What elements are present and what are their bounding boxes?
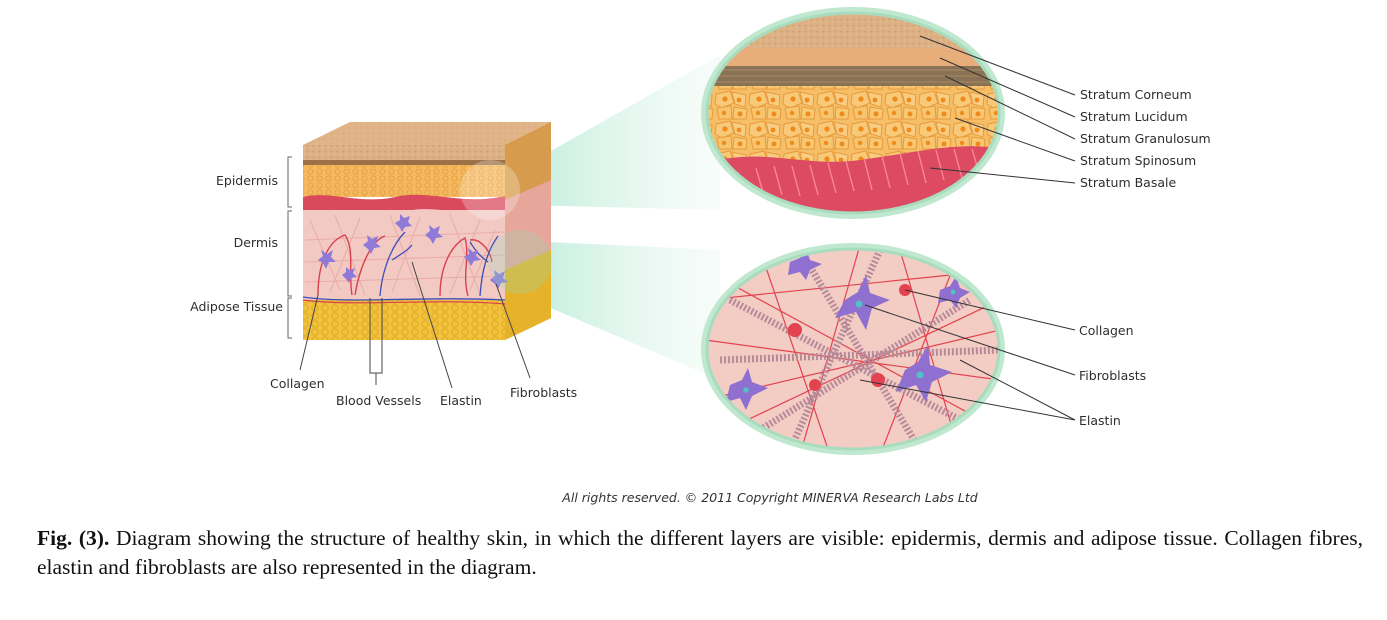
basale-wave [303, 194, 505, 215]
label-stratum-spinosum: Stratum Spinosum [1080, 153, 1196, 168]
adipose-front-layer [303, 300, 505, 340]
label-adipose-tissue: Adipose Tissue [190, 299, 283, 314]
skin-block [302, 122, 552, 340]
label-stratum-lucidum: Stratum Lucidum [1080, 109, 1188, 124]
dermis-zoom [701, 243, 1005, 455]
figure-caption: Fig. (3). Diagram showing the structure … [37, 524, 1363, 582]
label-epidermis: Epidermis [216, 173, 278, 188]
zoom-stratum-lucidum [707, 48, 999, 66]
label-blood-vessels: Blood Vessels [336, 393, 421, 408]
label-zoom-fibroblasts: Fibroblasts [1079, 368, 1146, 383]
epidermis-leader-lines [919, 35, 1076, 184]
label-fibroblasts: Fibroblasts [510, 385, 577, 400]
stratum-corneum-layer [303, 145, 505, 162]
epidermis-zoom [701, 7, 1005, 219]
caption-prefix: Fig. (3). [37, 526, 110, 550]
label-collagen: Collagen [270, 376, 325, 391]
label-stratum-granulosum: Stratum Granulosum [1080, 131, 1211, 146]
bottom-leader-lines [299, 261, 531, 389]
epidermis-zoom-beam [500, 55, 720, 210]
label-dermis: Dermis [234, 235, 278, 250]
label-zoom-elastin: Elastin [1079, 413, 1121, 428]
label-elastin: Elastin [440, 393, 482, 408]
label-stratum-corneum: Stratum Corneum [1080, 87, 1192, 102]
label-stratum-basale: Stratum Basale [1080, 175, 1176, 190]
copyright-notice: All rights reserved. © 2011 Copyright MI… [562, 490, 978, 505]
dermis-zoom-beam [505, 240, 720, 380]
label-zoom-collagen: Collagen [1079, 323, 1134, 338]
left-brackets [287, 156, 292, 339]
dermis-leader-lines [859, 289, 1076, 421]
epidermis-front-layer [303, 165, 505, 197]
zoom-fibroblast [835, 275, 890, 330]
caption-text: Diagram showing the structure of healthy… [37, 526, 1363, 579]
